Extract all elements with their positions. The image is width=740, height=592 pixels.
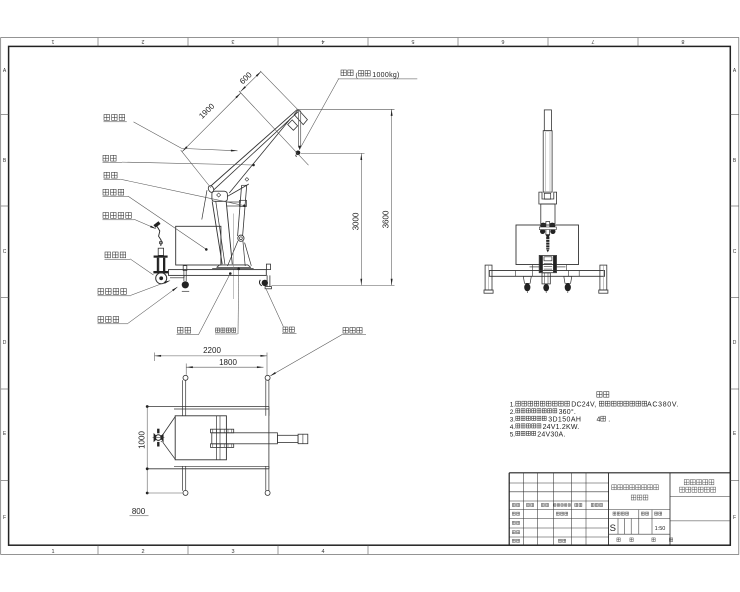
svg-text:24V30A.: 24V30A.	[537, 432, 565, 439]
svg-text:3.: 3.	[510, 417, 516, 424]
svg-text:C: C	[733, 249, 737, 255]
svg-text:2200: 2200	[203, 346, 221, 355]
svg-text:4: 4	[321, 549, 324, 555]
svg-text:3: 3	[231, 549, 234, 555]
svg-text:(: (	[356, 72, 359, 79]
svg-text:7: 7	[591, 38, 594, 44]
svg-text:2.: 2.	[510, 409, 516, 416]
svg-text:1800: 1800	[219, 358, 237, 367]
svg-text:E: E	[733, 431, 737, 437]
svg-text:F: F	[733, 515, 736, 521]
svg-text:4.: 4.	[510, 424, 516, 431]
svg-text:1: 1	[51, 549, 54, 555]
svg-text:3600: 3600	[382, 210, 391, 228]
svg-text:1.: 1.	[510, 402, 516, 409]
svg-text:1900: 1900	[197, 101, 216, 120]
svg-text:24V1.2KW.: 24V1.2KW.	[543, 424, 580, 431]
svg-text:2: 2	[141, 549, 144, 555]
svg-text:800: 800	[132, 507, 146, 516]
svg-text:F: F	[3, 515, 6, 521]
svg-text:2: 2	[141, 38, 144, 44]
svg-text:4: 4	[321, 38, 324, 44]
svg-text:DC24V,: DC24V,	[571, 401, 596, 408]
svg-text:3D150AH: 3D150AH	[548, 416, 581, 423]
svg-text:A: A	[733, 68, 737, 74]
svg-text:360°.: 360°.	[559, 408, 576, 416]
svg-text:.: .	[608, 416, 610, 423]
svg-text:D: D	[3, 340, 7, 346]
svg-text:6: 6	[501, 38, 504, 44]
svg-text:1: 1	[51, 38, 54, 44]
svg-text:AC380V.: AC380V.	[647, 401, 679, 408]
svg-text:1000: 1000	[138, 431, 147, 449]
svg-text:5: 5	[411, 38, 414, 44]
svg-text:3: 3	[231, 38, 234, 44]
svg-text:C: C	[3, 249, 7, 255]
svg-text:5.: 5.	[510, 432, 516, 439]
svg-text:4: 4	[597, 416, 601, 423]
svg-text:600: 600	[238, 70, 254, 86]
svg-text:3000: 3000	[351, 212, 360, 230]
svg-text:D: D	[733, 340, 737, 346]
svg-text:1000kg): 1000kg)	[372, 72, 399, 79]
svg-text:B: B	[733, 158, 737, 164]
svg-text:B: B	[3, 158, 7, 164]
svg-text:E: E	[3, 431, 7, 437]
svg-text:S: S	[610, 523, 616, 534]
svg-text:8: 8	[681, 38, 684, 44]
svg-text:1:50: 1:50	[655, 526, 666, 532]
svg-text:A: A	[3, 68, 7, 74]
